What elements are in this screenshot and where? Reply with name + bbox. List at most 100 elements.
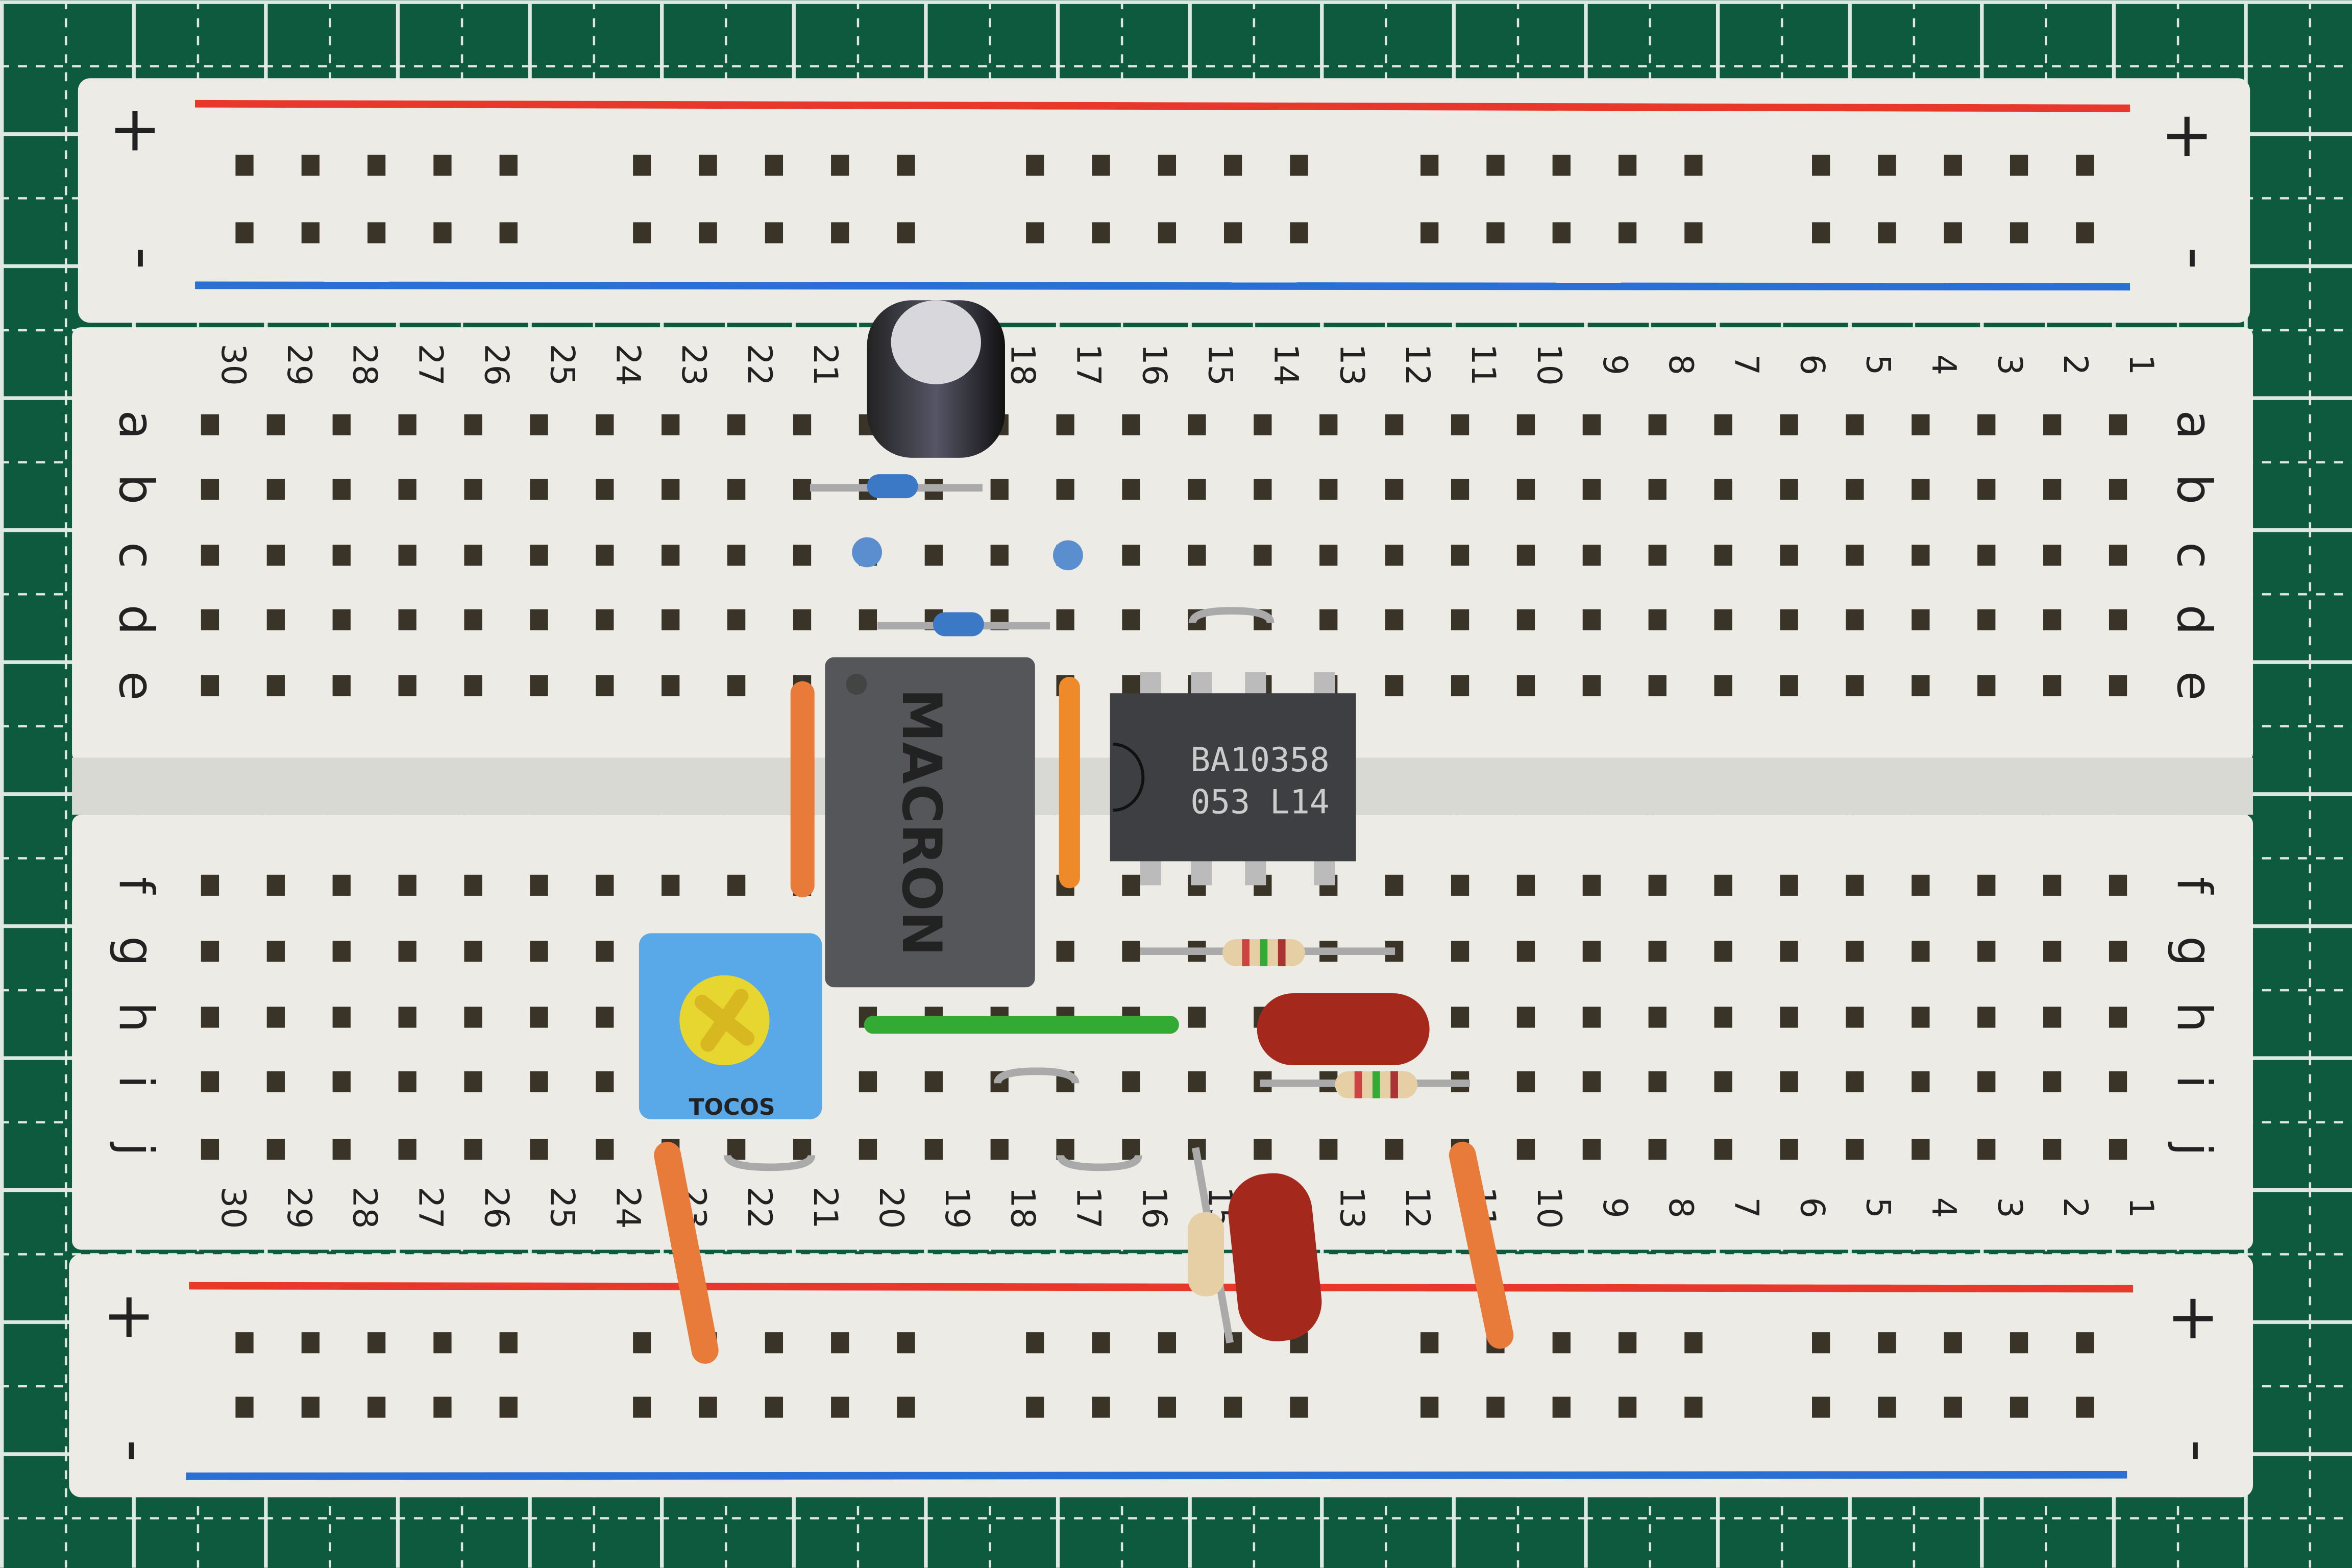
- row-letter-label: b: [108, 474, 164, 505]
- breadboard-hole: [765, 1332, 783, 1354]
- column-number-label: 20: [872, 1187, 910, 1229]
- breadboard-hole: [301, 1396, 320, 1418]
- breadboard-hole: [1714, 478, 1732, 500]
- breadboard-hole: [1878, 155, 1896, 176]
- ic-chip: BA10358 053 L14: [1110, 672, 1356, 886]
- breadboard-hole: [530, 941, 548, 962]
- breadboard-hole: [1319, 545, 1338, 566]
- breadboard-hole: [1516, 1139, 1535, 1160]
- column-number-label: 19: [938, 1187, 976, 1229]
- breadboard-hole: [1582, 874, 1601, 896]
- breadboard-hole: [1254, 414, 1272, 435]
- breadboard-hole: [235, 155, 254, 176]
- breadboard-hole: [727, 478, 746, 500]
- breadboard-hole: [1158, 1332, 1176, 1354]
- breadboard-hole: [765, 222, 783, 243]
- breadboard-hole: [1912, 1071, 1930, 1092]
- breadboard-hole: [433, 222, 452, 243]
- column-number-label: 10: [1530, 1187, 1568, 1229]
- row-letter-label: j: [108, 1142, 164, 1156]
- breadboard-hole: [266, 874, 285, 896]
- breadboard-hole: [1516, 675, 1535, 697]
- breadboard-hole: [398, 414, 416, 435]
- breadboard-hole: [1552, 222, 1571, 243]
- breadboard-hole: [1648, 609, 1667, 630]
- breadboard-hole: [1812, 155, 1830, 176]
- breadboard-hole: [235, 222, 254, 243]
- column-number-label: 28: [346, 344, 384, 385]
- breadboard-hole: [924, 545, 943, 566]
- breadboard-hole: [530, 609, 548, 630]
- breadboard-hole: [398, 545, 416, 566]
- breadboard-hole: [201, 874, 219, 896]
- breadboard-hole: [1714, 675, 1732, 697]
- breadboard-hole: [1582, 1071, 1601, 1092]
- breadboard-hole: [1122, 1071, 1140, 1092]
- column-number-label: 22: [740, 1187, 778, 1229]
- breadboard-hole: [1846, 1071, 1864, 1092]
- breadboard-hole: [1122, 545, 1140, 566]
- breadboard-hole: [398, 1007, 416, 1028]
- inductor: MACRON: [825, 657, 1035, 988]
- column-number-label: 17: [1069, 1187, 1108, 1229]
- column-number-label: 5: [1858, 354, 1897, 375]
- column-number-label: 29: [280, 1187, 318, 1229]
- breadboard-hole: [1552, 1396, 1571, 1418]
- breadboard-hole: [1552, 155, 1571, 176]
- breadboard-hole: [1516, 478, 1535, 500]
- breadboard-hole: [1618, 1396, 1637, 1418]
- breadboard-hole: [368, 1332, 386, 1354]
- breadboard-hole: [990, 1139, 1009, 1160]
- rail-plus-label: +: [2161, 98, 2213, 172]
- breadboard-hole: [2109, 1139, 2127, 1160]
- breadboard-hole: [2043, 941, 2062, 962]
- column-number-label: 25: [543, 1187, 581, 1229]
- column-number-label: 29: [280, 344, 318, 385]
- breadboard-hole: [464, 675, 482, 697]
- breadboard-hole: [1912, 478, 1930, 500]
- breadboard-hole: [793, 545, 812, 566]
- ic-marking-line1: BA10358: [1190, 741, 1329, 779]
- breadboard-hole: [266, 675, 285, 697]
- breadboard-hole: [793, 478, 812, 500]
- breadboard-hole: [464, 414, 482, 435]
- breadboard-hole: [831, 155, 849, 176]
- breadboard-hole: [727, 545, 746, 566]
- breadboard-hole: [1977, 478, 1996, 500]
- breadboard-hole: [1056, 414, 1074, 435]
- column-number-label: 22: [740, 344, 778, 385]
- rail-minus-label: -: [99, 1439, 172, 1462]
- breadboard-hole: [2076, 222, 2094, 243]
- breadboard-hole: [1714, 545, 1732, 566]
- breadboard-hole: [266, 1007, 285, 1028]
- breadboard-hole: [699, 1396, 717, 1418]
- rail-minus-label: -: [108, 247, 181, 270]
- column-number-label: 30: [214, 344, 252, 385]
- breadboard-hole: [662, 675, 680, 697]
- breadboard-hole: [368, 222, 386, 243]
- ic-marking-line2: 053 L14: [1190, 783, 1329, 821]
- breadboard-hole: [1648, 1071, 1667, 1092]
- rail-plus-label: +: [2167, 1280, 2219, 1354]
- breadboard-hole: [332, 478, 351, 500]
- breadboard-hole: [1878, 1332, 1896, 1354]
- row-letter-label: g: [2166, 936, 2222, 967]
- breadboard-hole: [433, 1332, 452, 1354]
- breadboard-hole: [1912, 609, 1930, 630]
- breadboard-hole: [1912, 414, 1930, 435]
- breadboard-hole: [201, 675, 219, 697]
- breadboard-hole: [1618, 155, 1637, 176]
- column-number-label: 6: [1793, 1197, 1831, 1218]
- breadboard-hole: [530, 1007, 548, 1028]
- breadboard-hole: [1618, 222, 1637, 243]
- breadboard-hole: [1780, 545, 1798, 566]
- row-letter-label: i: [108, 1075, 164, 1088]
- breadboard-hole: [1648, 478, 1667, 500]
- breadboard-hole: [398, 874, 416, 896]
- breadboard-hole: [2010, 222, 2028, 243]
- column-number-label: 16: [1135, 344, 1173, 385]
- breadboard-hole: [1451, 545, 1469, 566]
- column-number-label: 16: [1135, 1187, 1173, 1229]
- breadboard-hole: [301, 222, 320, 243]
- breadboard-hole: [633, 155, 651, 176]
